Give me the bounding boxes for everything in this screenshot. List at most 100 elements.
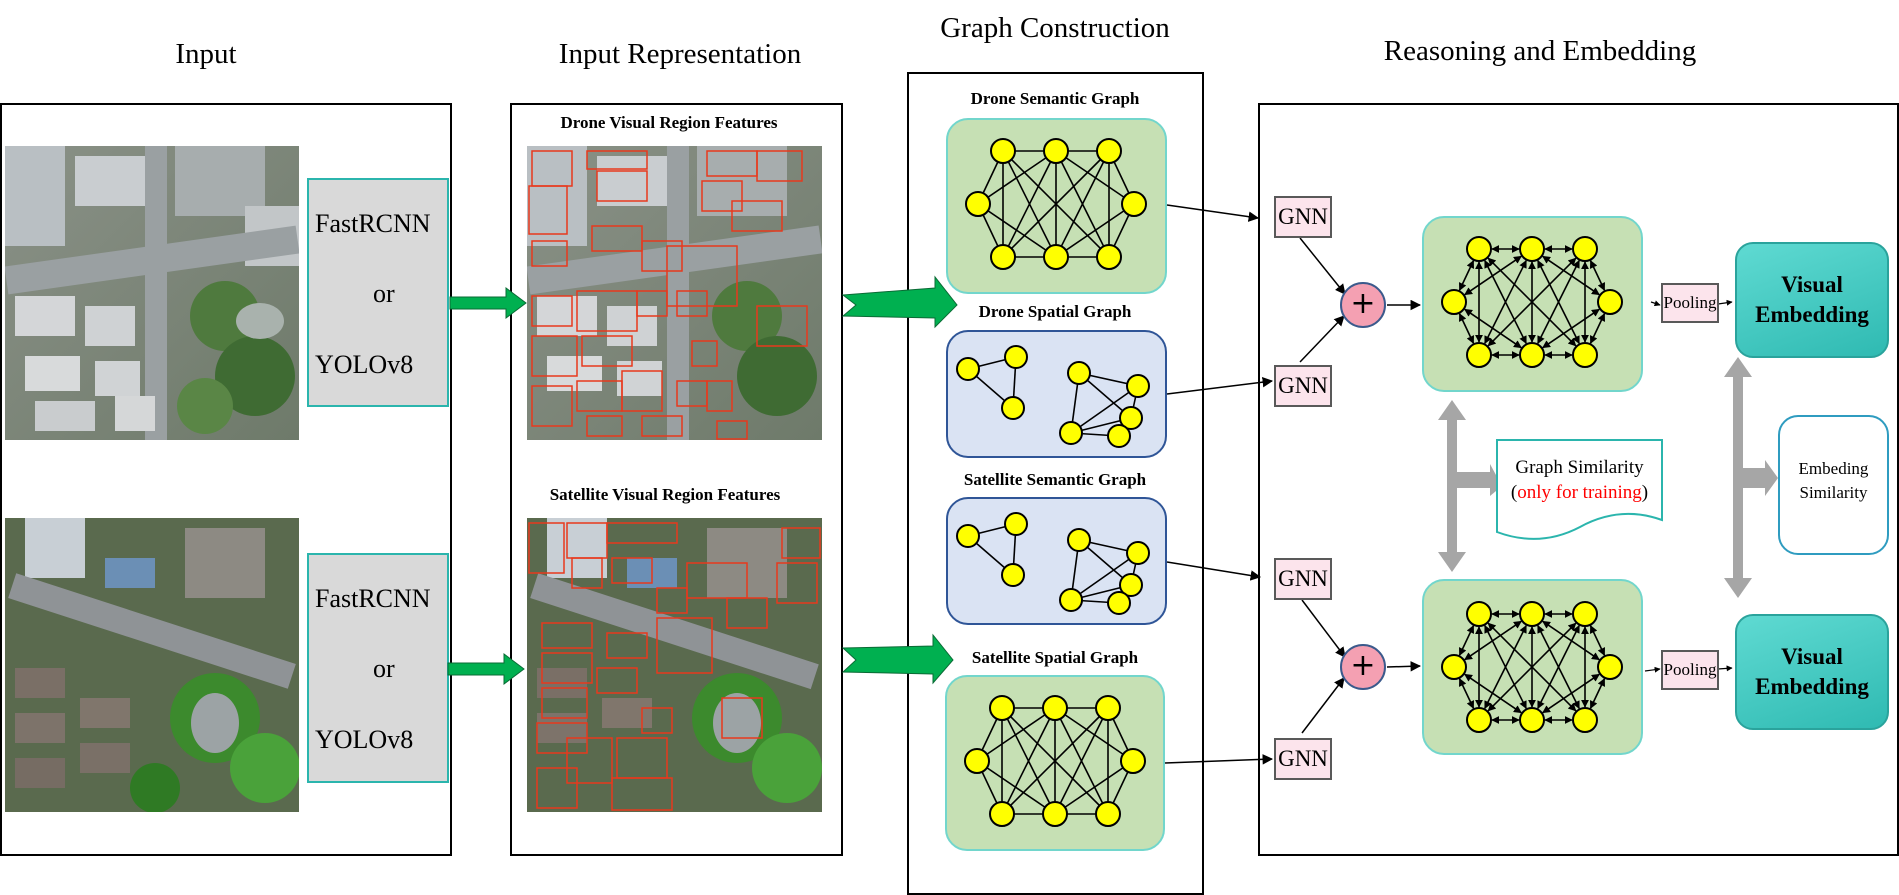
drone-spatial-graph-title: Drone Spatial Graph — [978, 302, 1132, 321]
detector-label-fastrcnn: FastRCNN — [315, 209, 431, 238]
satellite-spatial-graph-title: Satellite Spatial Graph — [971, 648, 1139, 667]
graph-edge — [1054, 707, 1134, 762]
pooling-box-drone: Pooling — [1661, 283, 1719, 323]
graph-edge — [976, 707, 1056, 762]
visual-embedding-drone: Visual Embedding — [1735, 242, 1889, 358]
graph-node — [1004, 345, 1028, 369]
graph-node — [1059, 588, 1083, 612]
graph-node — [1466, 236, 1492, 262]
graph-edge — [1542, 620, 1600, 661]
graph-edge — [1589, 625, 1606, 656]
detector-label-yolov8: YOLOv8 — [315, 350, 414, 379]
graph-node — [1001, 396, 1025, 420]
arrow-graph-to-pooling — [1644, 666, 1661, 673]
arrow-satellite-semantic-to-gnn — [1166, 561, 1262, 581]
graph-edge — [1002, 150, 1110, 258]
only-for-training-text: only for training — [1517, 482, 1642, 503]
satellite-features-title: Satellite Visual Region Features — [549, 485, 781, 504]
satellite-region-features-image — [527, 518, 822, 812]
graph-edge — [1054, 707, 1109, 815]
pooling-box-satellite: Pooling — [1661, 650, 1719, 690]
graph-node — [1043, 244, 1069, 270]
embedding-similarity-box: Embeding Similarity — [1778, 415, 1889, 555]
green-arrow-satellite-input — [447, 653, 525, 685]
graph-node — [1572, 707, 1598, 733]
graph-node — [1519, 236, 1545, 262]
graph-edge — [1458, 678, 1475, 709]
drone-region-drawing — [527, 146, 822, 440]
satellite-image-drawing — [5, 518, 299, 812]
arrow-pooling-to-embedding — [1717, 665, 1733, 672]
graph-node — [1107, 424, 1131, 448]
graph-edge — [1055, 150, 1135, 205]
graph-edge — [1542, 255, 1600, 296]
graph-node — [1572, 601, 1598, 627]
graph-edge — [1464, 308, 1522, 349]
graph-node — [1121, 191, 1147, 217]
graph-edge — [1001, 707, 1056, 815]
graph-node — [964, 748, 990, 774]
visual-embedding-label: Embedding — [1755, 674, 1869, 699]
arrow-graph-to-pooling — [1650, 300, 1661, 307]
graph-node — [1059, 421, 1083, 445]
arrow-gnn-to-plus — [1299, 315, 1345, 363]
section-title-input-representation: Input Representation — [558, 38, 802, 70]
visual-embedding-label: Visual — [1781, 644, 1843, 669]
graph-node — [1067, 361, 1091, 385]
graph-edge — [976, 760, 1056, 815]
detector-box-drone: FastRCNN or YOLOv8 — [307, 178, 449, 407]
graph-drawings — [956, 138, 1623, 827]
graph-node — [1004, 512, 1028, 536]
graph-node — [1120, 748, 1146, 774]
section-title-input: Input — [175, 38, 237, 70]
graph-node — [990, 244, 1016, 270]
graph-similarity-arrow — [1438, 400, 1502, 572]
graph-node — [1043, 138, 1069, 164]
graph-node — [1095, 695, 1121, 721]
arrow-plus-to-graph — [1386, 661, 1422, 672]
graph-node — [1042, 801, 1068, 827]
detector-label-or: or — [373, 654, 395, 683]
graph-node — [965, 191, 991, 217]
graph-node — [1466, 342, 1492, 368]
graph-similarity-box — [1496, 439, 1663, 540]
graph-node — [1067, 528, 1091, 552]
graph-edge — [1070, 385, 1139, 434]
green-arrow-satellite-graph — [841, 633, 954, 685]
satellite-semantic-graph-title: Satellite Semantic Graph — [963, 470, 1147, 489]
graph-node — [956, 357, 980, 381]
graph-node — [989, 801, 1015, 827]
arrow-gnn-to-plus — [1301, 677, 1345, 734]
section-title-reasoning: Reasoning and Embedding — [1383, 35, 1697, 67]
graph-node — [1466, 601, 1492, 627]
detector-label-yolov8: YOLOv8 — [315, 725, 414, 754]
section-title-graph-construction: Graph Construction — [940, 12, 1170, 44]
graph-node — [1441, 289, 1467, 315]
graph-edge — [1070, 552, 1139, 601]
graph-edge — [1542, 308, 1600, 349]
embedding-similarity-text: Embeding — [1798, 459, 1869, 478]
graph-edge — [977, 203, 1057, 258]
graph-node — [1126, 541, 1150, 565]
graph-node — [1519, 707, 1545, 733]
embedding-similarity-arrow — [1724, 357, 1778, 598]
graph-edge — [1002, 150, 1057, 258]
gnn-box-drone-spatial: GNN — [1274, 365, 1332, 407]
graph-edge — [1458, 260, 1475, 291]
detector-label-or: or — [373, 279, 395, 308]
graph-node — [990, 138, 1016, 164]
graph-node — [1107, 591, 1131, 615]
arrow-pooling-to-embedding — [1717, 299, 1733, 306]
arrow-satellite-spatial-to-gnn — [1164, 754, 1274, 765]
fusion-plus-satellite: + — [1340, 644, 1386, 690]
graph-edge — [1464, 620, 1522, 661]
graph-node — [1096, 244, 1122, 270]
graph-node — [1126, 374, 1150, 398]
drone-image — [5, 146, 299, 440]
graph-node — [1597, 654, 1623, 680]
graph-edge — [1589, 313, 1606, 344]
graph-similarity-text: Graph Similarity — [1515, 457, 1644, 478]
graph-node — [989, 695, 1015, 721]
graph-node — [1572, 236, 1598, 262]
graph-node — [1597, 289, 1623, 315]
